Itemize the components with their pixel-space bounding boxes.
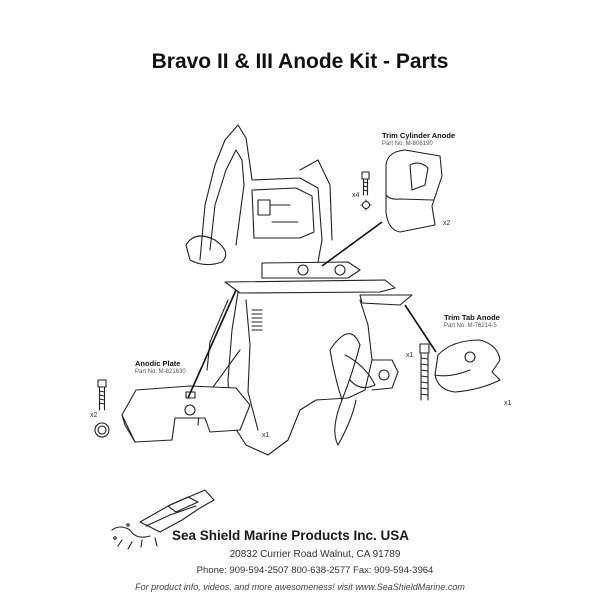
trim-cylinder-anode-qty: x2 — [443, 220, 451, 227]
anodic-plate-part-no: Part No. M-821630 — [135, 369, 186, 375]
trim-tab-anode-part-no: Part No. M-76214-5 — [444, 323, 497, 329]
trim-tab-anode-qty: x1 — [504, 400, 512, 407]
trim-tab-hardware-qty: x1 — [406, 352, 414, 359]
trim-cylinder-anode-part-no: Part No. M-806190 — [382, 141, 433, 147]
trim-cylinder-hardware-qty: x4 — [352, 192, 360, 199]
company-phones: Phone: 909-594-2507 800-638-2577 Fax: 90… — [196, 565, 434, 576]
stern-drive-illustration — [185, 124, 413, 456]
anodic-plate-leader — [187, 289, 237, 399]
trim-tab-anode-illustration — [419, 339, 501, 401]
anodic-plate-illustration — [94, 379, 251, 443]
anodic-plate-qty: x1 — [262, 432, 270, 439]
footer-text: For product info, videos, and more aweso… — [135, 582, 465, 592]
page-title: Bravo II & III Anode Kit - Parts — [151, 50, 449, 73]
trim-cylinder-leader — [321, 221, 383, 267]
trim-cylinder-anode-illustration — [360, 149, 443, 233]
trim-tab-leader — [404, 304, 437, 353]
anodic-plate-label: Anodic Plate — [135, 359, 181, 368]
trim-tab-anode-label: Trim Tab Anode — [444, 313, 500, 322]
company-name: Sea Shield Marine Products Inc. USA — [172, 528, 410, 543]
anodic-plate-hardware-qty: x2 — [90, 412, 98, 419]
company-address: 20832 Currier Road Walnut, CA 91789 — [229, 549, 401, 560]
trim-cylinder-anode-label: Trim Cylinder Anode — [382, 131, 456, 140]
boat-logo — [111, 489, 215, 550]
